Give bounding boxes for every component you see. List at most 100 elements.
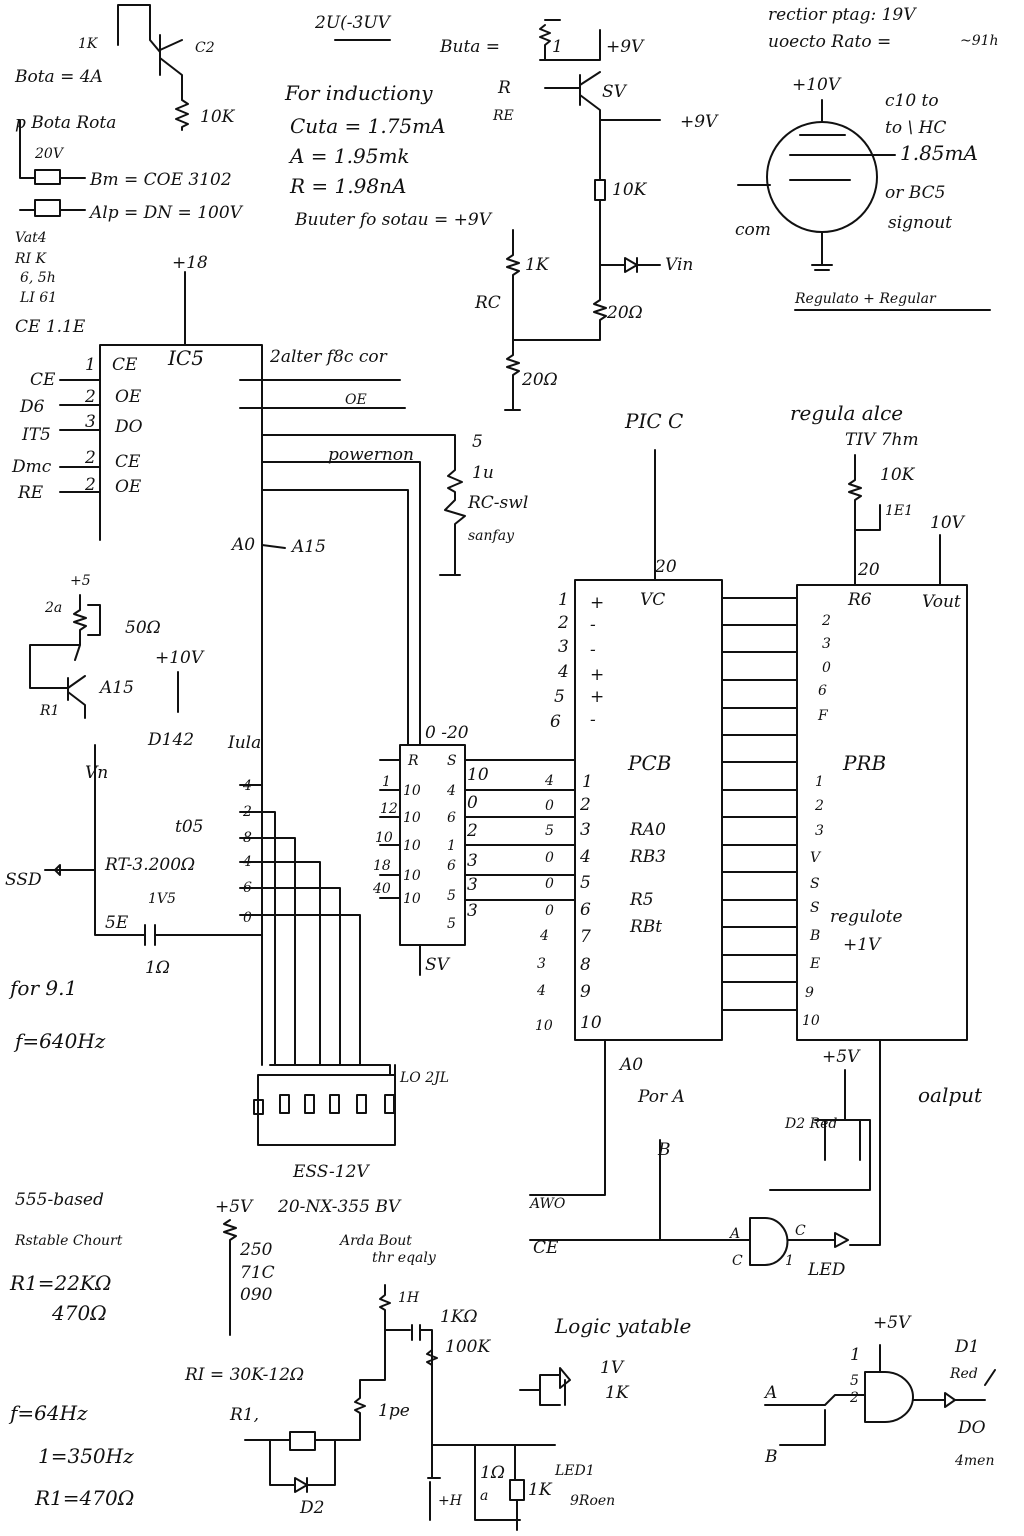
ic5-right-pins — [239, 379, 466, 746]
pin-name: R5 — [629, 890, 654, 910]
label: +9V — [680, 112, 719, 132]
ic5-body — [99, 344, 263, 1066]
regulator-labels: regula alce TIV 7hm 10K 1E1 10V 20 R6 Vo… — [784, 401, 983, 1132]
label: A — [763, 1383, 777, 1403]
pin: 10 — [403, 838, 421, 854]
label: ~91h — [960, 33, 999, 49]
pin: 3 — [467, 875, 478, 895]
pin: + — [590, 593, 604, 613]
pin: 20 — [857, 560, 880, 580]
label: A — [728, 1226, 740, 1242]
label: R1 — [39, 703, 59, 719]
label: TIV 7hm — [845, 430, 919, 450]
label: 1V5 — [148, 891, 176, 907]
pic-chip — [574, 579, 723, 1041]
label: Buta = — [439, 37, 500, 57]
label: OE — [345, 392, 367, 408]
label: 1=350Hz — [38, 1444, 134, 1468]
pin: 3 — [822, 636, 831, 652]
label: For inductiony — [284, 81, 433, 105]
port-label: PCB — [627, 751, 671, 775]
label: 1Ω — [480, 1463, 505, 1483]
counter-wires — [379, 759, 576, 976]
label: Vn — [85, 763, 108, 783]
pin: 10 — [403, 868, 421, 884]
label: 1K — [525, 255, 550, 275]
pin: 10 — [535, 1018, 553, 1034]
pin: 1 — [815, 774, 824, 790]
label: 20Ω — [606, 303, 643, 323]
pin: 10 — [403, 891, 421, 907]
labels-logic: Logic yatable 1V 1K +5V 1 5 2 A B D1 Red… — [554, 1313, 994, 1469]
label: LED1 — [554, 1463, 595, 1479]
pin: 4 — [544, 773, 554, 789]
label: 250 — [239, 1240, 273, 1260]
ic5-left-pins — [59, 379, 101, 493]
label: A15 — [98, 678, 134, 698]
pin-number: 2 — [84, 475, 96, 495]
pin: 0 — [822, 660, 831, 676]
regulator-title: regula alce — [790, 401, 903, 425]
pin: 9 — [580, 982, 591, 1002]
label: +18 — [172, 253, 208, 273]
label: 2alter f8c cor — [269, 347, 388, 367]
pin: 20 — [654, 557, 677, 577]
label: 2 — [849, 1390, 859, 1406]
label: RC — [474, 293, 501, 313]
label: 1pe — [378, 1401, 410, 1421]
label: a — [480, 1488, 488, 1504]
label: DO — [957, 1418, 986, 1438]
led-array — [257, 1064, 396, 1146]
label: 1K — [78, 36, 99, 52]
label: C — [795, 1223, 806, 1239]
labels-bottom-mid: +5V 20-NX-355 BV 250 71C 090 Arda Bout t… — [184, 1197, 615, 1518]
label: p Bota Rota — [15, 113, 116, 133]
label: A0 — [230, 535, 255, 555]
pin: - — [590, 615, 596, 635]
block-555 — [44, 744, 263, 946]
transistor-top-left — [117, 4, 189, 131]
label: D2 — [299, 1498, 324, 1518]
label: sanfay — [468, 528, 515, 544]
label: 10V — [930, 513, 966, 533]
pin: SV — [425, 955, 451, 975]
pin: VC — [640, 590, 665, 610]
label: Bota = 4A — [14, 67, 103, 87]
pin: 3 — [558, 637, 569, 657]
label: D2 Red — [784, 1116, 837, 1132]
label: CE — [533, 1238, 559, 1258]
tube-wires — [737, 99, 896, 271]
label: Iula — [227, 733, 261, 753]
label: B — [657, 1140, 671, 1160]
label: f=64Hz — [8, 1401, 88, 1425]
pin: - — [590, 640, 596, 660]
pin-name: RA0 — [629, 820, 666, 840]
mid-left-transistor — [29, 594, 101, 719]
bus-lines — [721, 597, 798, 1011]
label: oalput — [918, 1083, 983, 1107]
pin: 5 — [447, 888, 456, 904]
pin: 4 — [446, 783, 456, 799]
logic-small-circuit — [519, 1367, 571, 1406]
ic5-labels: IC5 CE D6 IT5 Dmc RE 1 2 3 2 2 CE OE DO … — [11, 346, 528, 557]
pin: 10 — [375, 830, 393, 846]
pin: 4 — [539, 928, 549, 944]
pin-number: 4 — [242, 778, 252, 794]
label: 10K — [880, 465, 916, 485]
top-transistor — [504, 19, 661, 411]
label: A15 — [290, 537, 326, 557]
label: 10K — [200, 107, 236, 127]
pin: 0 — [545, 903, 554, 919]
pin: 4 — [557, 662, 569, 682]
pin-name: RE — [17, 483, 44, 503]
pin-number: 2 — [242, 804, 252, 820]
regulator-output — [769, 1039, 881, 1246]
label: RE — [492, 108, 514, 124]
label: 20-NX-355 BV — [277, 1197, 402, 1217]
counter-title: 0 -20 — [425, 723, 469, 743]
pin: S — [810, 900, 820, 916]
pin-inner: OE — [115, 477, 142, 497]
labels-bottom-left: ESS-12V LO 2JL 555-based Rstable Chourt … — [8, 1070, 449, 1510]
pin: - — [590, 710, 596, 730]
label: RI = 30K-12Ω — [184, 1365, 304, 1385]
